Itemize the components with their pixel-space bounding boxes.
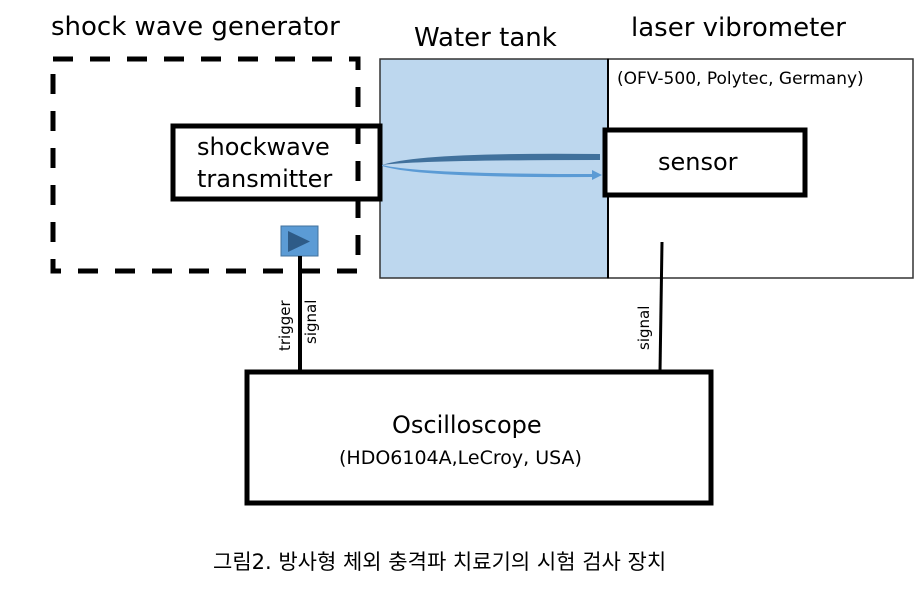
shock-wave-generator-box bbox=[50, 56, 361, 274]
water-tank-label: Water tank bbox=[414, 23, 557, 53]
sensor-signal-label: signal bbox=[635, 305, 653, 350]
oscilloscope-model-label: (HDO6104A,LeCroy, USA) bbox=[339, 447, 582, 469]
water-tank bbox=[379, 58, 609, 279]
oscilloscope-box bbox=[244, 369, 714, 506]
play-icon bbox=[288, 231, 310, 252]
trigger-signal-label: signal bbox=[302, 299, 320, 344]
vibrometer-model-label: (OFV-500, Polytec, Germany) bbox=[617, 69, 864, 89]
sensor-box bbox=[602, 127, 808, 198]
shockwave-transmitter-box bbox=[170, 123, 383, 202]
sensor-label: sensor bbox=[658, 148, 738, 176]
trigger-label: trigger bbox=[276, 300, 294, 351]
oscilloscope-label: Oscilloscope bbox=[392, 411, 542, 439]
shock-wave-generator-label: shock wave generator bbox=[51, 12, 340, 42]
figure-caption: 그림2. 방사형 체외 충격파 치료기의 시험 검사 장치 bbox=[213, 550, 667, 574]
sensor-signal-line bbox=[658, 241, 664, 373]
shock-wave-arrow bbox=[382, 153, 602, 180]
transmitter-label-line2: transmitter bbox=[197, 165, 333, 193]
transmitter-label-line1: shockwave bbox=[197, 133, 330, 161]
laser-vibrometer-label: laser vibrometer bbox=[631, 13, 846, 43]
